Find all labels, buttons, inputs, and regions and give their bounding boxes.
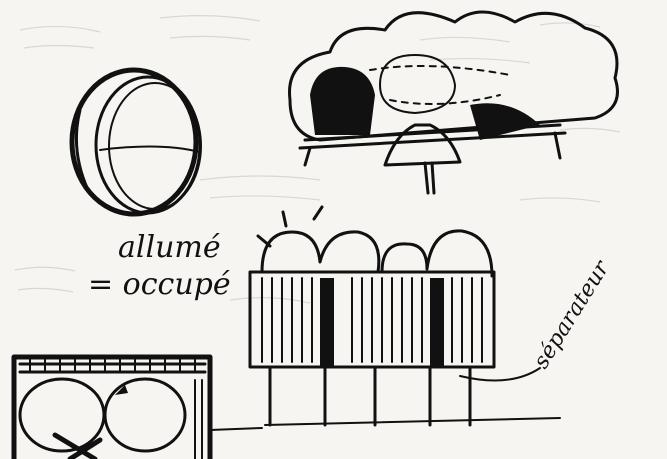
separator-bench-sketch: séparateur: [250, 231, 615, 425]
note-line-2: = occupé: [88, 267, 231, 302]
ring-sketch: [72, 70, 201, 214]
background-bleed-through: [15, 16, 620, 303]
bench-slats: [262, 278, 482, 362]
pod-bench-sketch: [290, 12, 618, 193]
plan-view-sketch: [14, 357, 262, 459]
separator-label: séparateur: [529, 255, 615, 373]
note-line-1: allumé: [118, 230, 221, 265]
lit-occupied-note: allumé = occupé: [88, 230, 231, 302]
